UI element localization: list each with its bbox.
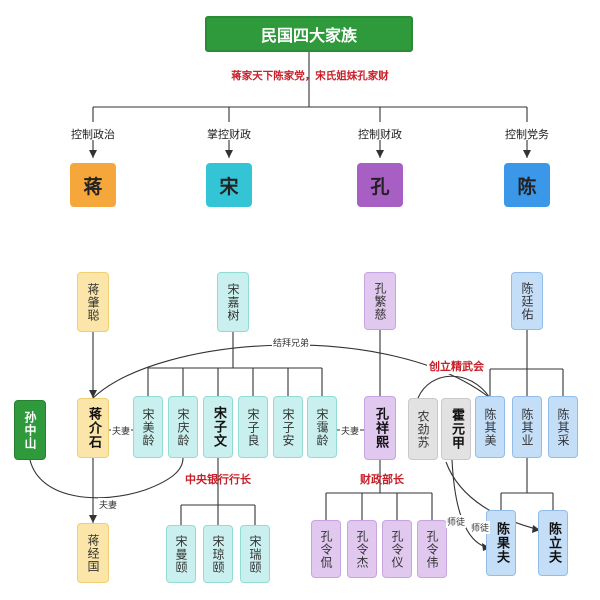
person-song-meiling: 宋美龄 [133,396,163,458]
person-song-qiongyi: 宋琼颐 [203,525,233,583]
person-jiang-jingguo: 蒋经国 [77,523,109,583]
person-huo-yuanjia: 霍元甲 [441,398,471,460]
category-label-kong: 控制财政 [358,128,402,141]
family-kong: 孔 [357,163,403,207]
person-jiang-zhaocong: 蒋肇聪 [77,272,109,332]
label-sworn-brothers: 结拜兄弟 [272,336,311,349]
label-finance-minister: 财政部长 [360,473,404,486]
person-song-qingling: 宋庆龄 [168,396,198,458]
family-song: 宋 [206,163,252,207]
diagram-subtitle: 蒋家天下陈家党，宋氏姐妹孔家财 [231,70,389,82]
label-spouse-jiang-song: 夫妻 [111,424,132,437]
person-song-ziwen: 宋子文 [203,396,233,458]
person-song-jiashu: 宋嘉树 [217,272,249,332]
person-song-ailing: 宋霭龄 [307,396,337,458]
person-kong-lingwei: 孔令伟 [417,520,447,578]
person-chen-guofu: 陈果夫 [486,510,516,576]
person-kong-fanci: 孔繁慈 [364,272,396,330]
person-chen-qiye: 陈其业 [512,396,542,458]
diagram-title: 民国四大家族 [205,16,413,52]
person-song-ruiyi: 宋瑞颐 [240,525,270,583]
category-label-song: 掌控财政 [207,128,251,141]
person-chen-tingyou: 陈廷佑 [511,272,543,330]
person-chen-lifu: 陈立夫 [538,510,568,576]
label-central-bank: 中央银行行长 [185,473,251,486]
person-sun-zhongshan: 孙中山 [14,400,46,460]
person-song-ziyan: 宋子安 [273,396,303,458]
person-kong-lingjie: 孔令杰 [347,520,377,578]
family-jiang: 蒋 [70,163,116,207]
category-label-chen: 控制党务 [505,128,549,141]
family-chen: 陈 [504,163,550,207]
person-jiang-jieshi: 蒋介石 [77,398,109,458]
person-kong-lingkan: 孔令侃 [311,520,341,578]
person-kong-xiangxi: 孔祥熙 [364,396,396,460]
person-chen-qimei: 陈其美 [475,396,505,458]
person-kong-lingyi: 孔令仪 [382,520,412,578]
label-spouse-kong-song: 夫妻 [340,424,361,437]
person-song-manyi: 宋曼颐 [166,525,196,583]
category-label-jiang: 控制政治 [71,128,115,141]
person-chen-qicai: 陈其采 [548,396,578,458]
label-found-jingwu: 创立精武会 [427,358,486,374]
label-disciple-1: 师徒 [446,515,467,528]
person-song-ziliang: 宋子良 [238,396,268,458]
label-spouse-sun-song: 夫妻 [98,498,119,511]
label-disciple-2: 师徒 [470,521,491,534]
person-nong-jinsu: 农劲苏 [408,398,438,460]
